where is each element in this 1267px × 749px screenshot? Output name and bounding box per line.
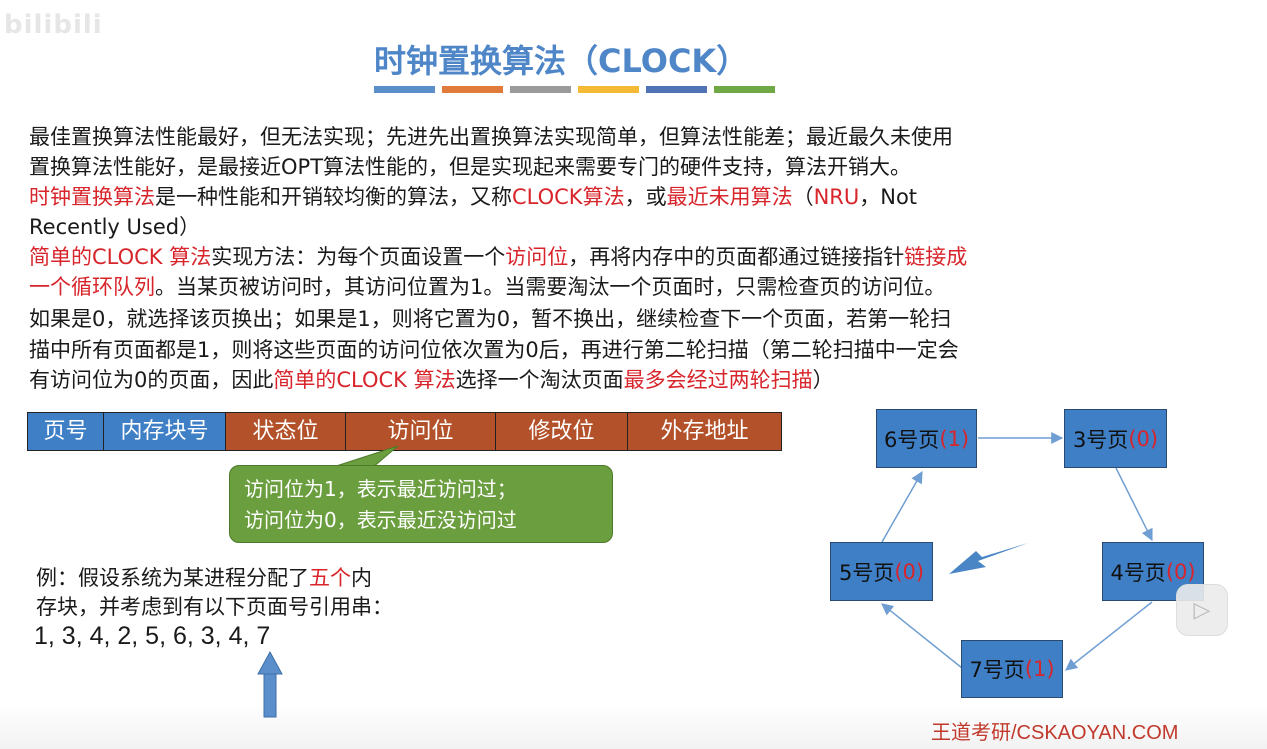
cell-valid-bit: 状态位 — [226, 413, 346, 450]
callout-line-2: 访问位为0，表示最近没访问过 — [244, 508, 517, 532]
access-bit-callout: 访问位为1，表示最近访问过； 访问位为0，表示最近没访问过 — [229, 465, 613, 543]
cskaoyan-watermark: 王道考研/CSKAOYAN.COM — [931, 722, 1179, 744]
callout-line-1: 访问位为1，表示最近访问过； — [244, 477, 517, 501]
para-line-4: Recently Used） — [29, 215, 201, 239]
clock-node-5: 5号页(0) — [830, 542, 933, 601]
cell-disk-address: 外存地址 — [628, 413, 781, 450]
para-line-1: 最佳置换算法性能最好，但无法实现；先进先出置换算法实现简单，但算法性能差；最近最… — [29, 125, 953, 149]
video-player-icon[interactable]: ▷ — [1176, 584, 1228, 636]
reference-string: 1, 3, 4, 2, 5, 6, 3, 4, 7 — [34, 622, 271, 650]
title-bar-3 — [510, 86, 571, 93]
cell-frame-number: 内存块号 — [104, 413, 226, 450]
bilibili-watermark: bilibili — [4, 10, 103, 40]
para-line-2: 置换算法性能好，是最接近OPT算法性能的，但是实现起来需要专门的硬件支持，算法开… — [29, 155, 912, 179]
title-bar-4 — [578, 86, 639, 93]
clock-node-7: 7号页(1) — [961, 640, 1063, 698]
title-bar-6 — [714, 86, 775, 93]
para-line-3: 时钟置换算法是一种性能和开销较均衡的算法，又称CLOCK算法，或最近未用算法（N… — [29, 185, 918, 209]
page-table-entry: 页号 内存块号 状态位 访问位 修改位 外存地址 — [27, 412, 782, 451]
cell-access-bit: 访问位 — [346, 413, 496, 450]
cell-page-number: 页号 — [28, 413, 104, 450]
example-line-2: 存块，并考虑到有以下页面号引用串： — [36, 595, 393, 619]
para-line-8: 描中所有页面都是1，则将这些页面的访问位依次置为0后，再进行第二轮扫描（第二轮扫… — [29, 338, 959, 362]
title-bar-1 — [374, 86, 435, 93]
example-line-1: 例：假设系统为某进程分配了五个内 — [36, 566, 372, 590]
clock-node-3: 3号页(0) — [1064, 409, 1167, 468]
slide-title: 时钟置换算法（CLOCK） — [374, 42, 749, 80]
para-line-5: 简单的CLOCK 算法实现方法：为每个页面设置一个访问位，再将内存中的页面都通过… — [29, 245, 968, 269]
para-line-6: 一个循环队列。当某页被访问时，其访问位置为1。当需要淘汰一个页面时，只需检查页的… — [29, 275, 946, 299]
title-bar-2 — [442, 86, 503, 93]
title-bar-5 — [646, 86, 707, 93]
title-color-bars — [374, 86, 775, 93]
para-line-9: 有访问位为0的页面，因此简单的CLOCK 算法选择一个淘汰页面最多会经过两轮扫描… — [29, 368, 834, 392]
cell-modify-bit: 修改位 — [496, 413, 628, 450]
clock-node-6: 6号页(1) — [876, 409, 977, 468]
term-clock-algorithm: CLOCK算法 — [512, 185, 625, 209]
para-line-7: 如果是0，就选择该页换出；如果是1，则将它置为0，暂不换出，继续检查下一个页面，… — [29, 307, 952, 331]
term-nru: 最近未用算法 — [666, 185, 793, 209]
term-clock-replacement: 时钟置换算法 — [29, 185, 155, 209]
